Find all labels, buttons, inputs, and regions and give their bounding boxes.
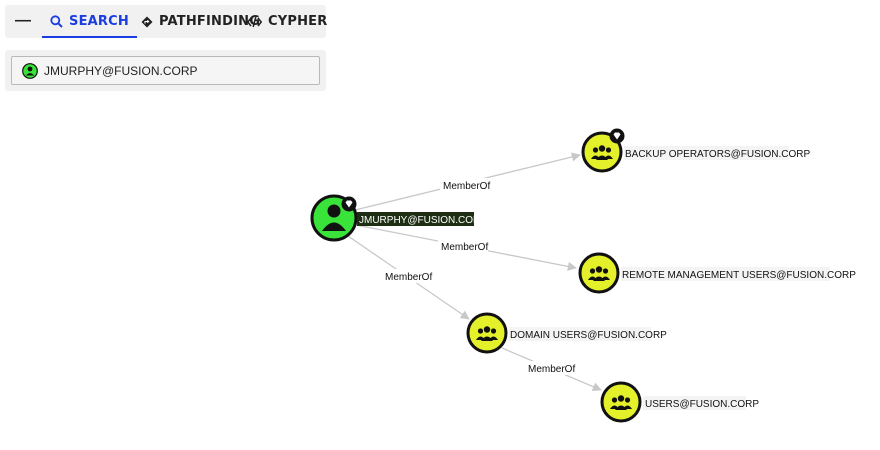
active-tab-indicator (42, 36, 137, 38)
node-label-bg (509, 327, 651, 341)
group-icon (476, 326, 498, 341)
graph-node-domain-users[interactable]: DOMAIN USERS@FUSION.CORP (466, 312, 667, 354)
group-icon (591, 145, 613, 160)
high-value-icon (341, 196, 357, 212)
node-label: USERS@FUSION.CORP (645, 399, 759, 410)
node-label: REMOTE MANAGEMENT USERS@FUSION.CORP (622, 270, 856, 281)
search-input-value: JMURPHY@FUSION.CORP (44, 63, 198, 78)
edge-label-text: MemberOf (528, 364, 575, 375)
edge-label-2: MemberOf (438, 239, 488, 253)
group-node-circle (466, 312, 508, 354)
edge-label-3: MemberOf (382, 269, 432, 283)
node-label-bg (357, 212, 474, 226)
top-tab-bar: — SEARCH PATHFINDING CYPHER (5, 5, 327, 38)
node-label: JMURPHY@FUSION.CORP (359, 215, 487, 226)
tab-pathfinding-label: PATHFINDING (159, 14, 261, 29)
edge-label-1: MemberOf (440, 178, 490, 192)
node-label-bg (621, 267, 830, 281)
search-icon (50, 15, 63, 28)
group-icon (610, 395, 632, 410)
edge-label-text: MemberOf (441, 242, 488, 253)
edge-label-text: MemberOf (385, 272, 432, 283)
group-node-circle (581, 131, 623, 173)
edge-label-4: MemberOf (525, 361, 575, 375)
graph-node-remote-management-users[interactable]: REMOTE MANAGEMENT USERS@FUSION.CORP (578, 252, 856, 294)
high-value-icon (609, 128, 625, 144)
node-label: BACKUP OPERATORS@FUSION.CORP (625, 149, 811, 160)
node-label-bg (624, 146, 789, 160)
tab-cypher-label: CYPHER (268, 14, 328, 29)
group-node-circle (600, 381, 642, 423)
group-node-circle (578, 252, 620, 294)
group-icon (588, 266, 610, 281)
node-label: DOMAIN USERS@FUSION.CORP (510, 330, 667, 341)
graph-node-backup-operators[interactable]: BACKUP OPERATORS@FUSION.CORP (581, 128, 811, 173)
search-input[interactable]: JMURPHY@FUSION.CORP (11, 56, 320, 85)
graph-node-users[interactable]: USERS@FUSION.CORP (600, 381, 759, 423)
tab-search-label: SEARCH (69, 14, 129, 29)
node-label-bg (643, 396, 746, 410)
minus-icon[interactable]: — (15, 12, 31, 29)
user-icon (22, 62, 38, 79)
code-icon (247, 16, 262, 28)
graph-node-jmurphy[interactable]: JMURPHY@FUSION.CORP (310, 194, 487, 242)
tab-pathfinding[interactable]: PATHFINDING (141, 5, 260, 38)
pathfinding-icon (141, 16, 153, 28)
user-icon (322, 204, 346, 231)
edge-label-text: MemberOf (443, 181, 490, 192)
tab-cypher[interactable]: CYPHER (247, 5, 327, 38)
tab-search[interactable]: SEARCH (42, 5, 137, 38)
search-panel: JMURPHY@FUSION.CORP (5, 50, 326, 91)
